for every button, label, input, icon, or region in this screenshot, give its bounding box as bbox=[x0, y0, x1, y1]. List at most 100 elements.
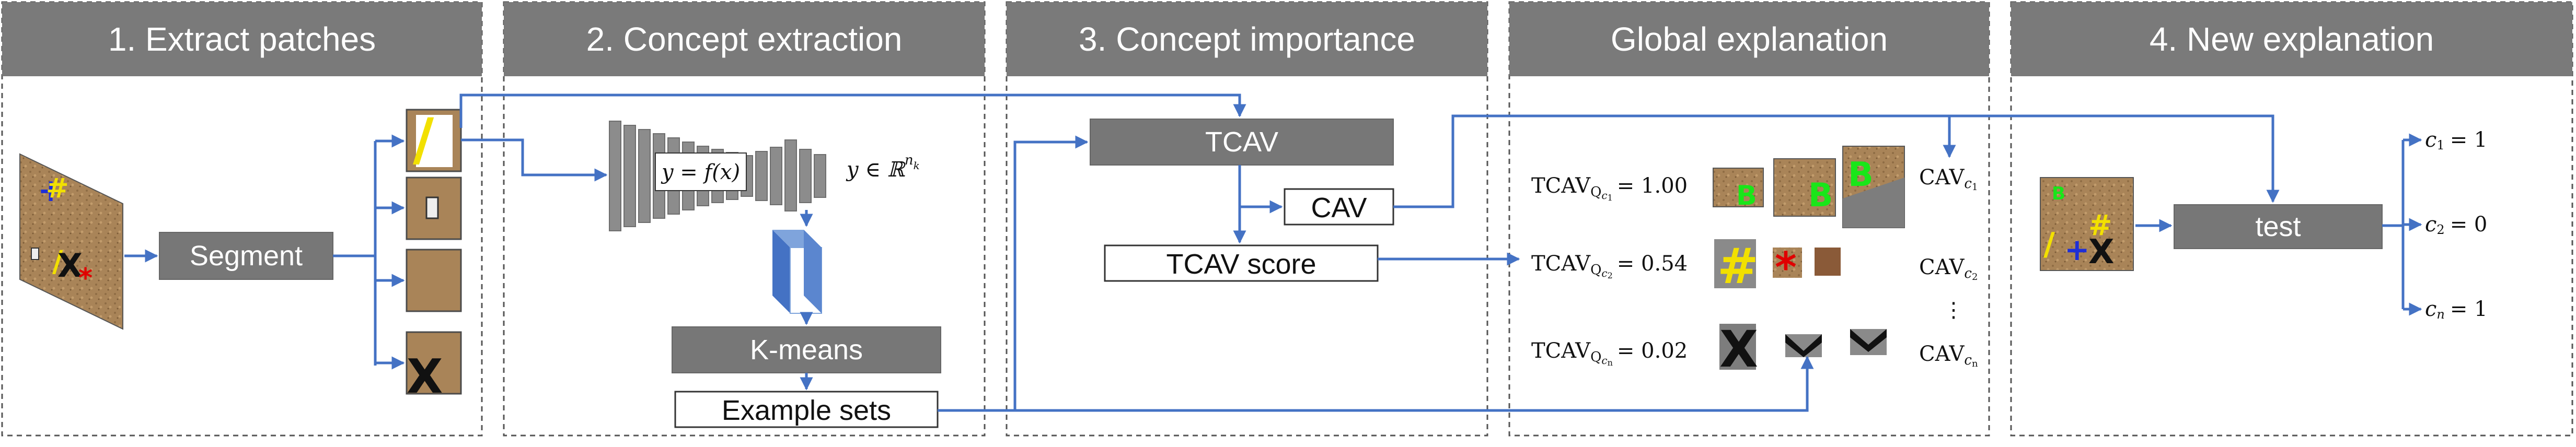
segment-box bbox=[159, 232, 333, 280]
input-plus-glyph: + bbox=[38, 172, 64, 209]
cav-label-1: CAVc1 bbox=[1919, 166, 1978, 193]
test-box bbox=[2174, 204, 2383, 249]
new-image-plus-glyph: + bbox=[2064, 232, 2090, 267]
panel-global: Global explanation bbox=[1508, 1, 1990, 437]
patch-column: / X bbox=[406, 106, 462, 404]
function-box bbox=[655, 152, 747, 191]
output-label-sup: n bbox=[905, 152, 914, 168]
arrows bbox=[124, 93, 2422, 412]
cav-label-3: CAVcn bbox=[1919, 342, 1978, 369]
cav-label-2-sub: c bbox=[1964, 266, 1972, 281]
patch-1-slash-glyph: / bbox=[413, 106, 434, 173]
output-cn-index: n bbox=[2436, 307, 2444, 322]
tcav-value-3-sub: Q bbox=[1590, 349, 1601, 365]
tcav-value-3-lhs: TCAV bbox=[1531, 339, 1591, 363]
tcav-value-1-sub: Q bbox=[1590, 184, 1601, 200]
arrow-examples-to-tcav bbox=[1013, 135, 1089, 410]
cav-label-1-main: CAV bbox=[1919, 166, 1965, 190]
global-row-1-patch-2 bbox=[1773, 158, 1836, 217]
tcav-score-label: TCAV score bbox=[1166, 249, 1316, 280]
tcav-value-1-subsub: c bbox=[1601, 189, 1607, 202]
cnn-layer bbox=[755, 151, 768, 201]
input-hash-glyph: # bbox=[46, 173, 69, 204]
cav-label-1-sub: c bbox=[1964, 176, 1972, 192]
panel-4-frame bbox=[2010, 1, 2573, 437]
patch-2-object bbox=[425, 196, 439, 219]
output-c2: c2= 0 bbox=[2425, 213, 2487, 237]
tcav-value-1: TCAVQc1= 1.00 bbox=[1531, 174, 1688, 203]
panel-2-header bbox=[504, 2, 985, 76]
new-image-x-glyph: X bbox=[2088, 233, 2114, 272]
cav-ellipsis: ⋮ bbox=[1943, 298, 1964, 322]
global-row-1-patch-1-glyph: B bbox=[1736, 180, 1757, 211]
test-label: test bbox=[2255, 211, 2301, 242]
cav-label-2-index: 2 bbox=[1972, 272, 1978, 283]
panel-3-title: 3. Concept importance bbox=[1079, 20, 1415, 58]
panel-global-header bbox=[1509, 2, 1989, 76]
cnn-layer bbox=[638, 129, 651, 223]
tensor-back bbox=[804, 230, 822, 313]
panel-4-title: 4. New explanation bbox=[2150, 20, 2434, 58]
output-label-main: y ∈ ℝ bbox=[846, 158, 906, 182]
cav-label-2-main: CAV bbox=[1919, 255, 1965, 279]
input-image-parallelogram bbox=[19, 153, 123, 330]
tcav-value-1-number: = 1.00 bbox=[1617, 174, 1688, 198]
new-image: B # / + X bbox=[2040, 177, 2134, 272]
global-row-3-patch-3-glyph bbox=[1850, 329, 1887, 352]
panel-3: 3. Concept importance bbox=[1006, 1, 1488, 437]
new-image-hash-glyph: # bbox=[2088, 209, 2112, 242]
new-image-slash-glyph: / bbox=[2043, 226, 2055, 263]
tcav-value-2-index: 2 bbox=[1608, 270, 1613, 280]
panel-3-header bbox=[1007, 2, 1487, 76]
cnn-layer bbox=[623, 125, 636, 227]
cav-label-3-sub: c bbox=[1964, 352, 1972, 368]
cav-label: CAV bbox=[1311, 192, 1367, 224]
output-cn-value: = 1 bbox=[2450, 297, 2488, 321]
tcav-value-2: TCAVQc2= 0.54 bbox=[1531, 252, 1688, 280]
input-slash-glyph: / bbox=[52, 245, 63, 279]
tensor-front bbox=[772, 230, 790, 313]
segment-label: Segment bbox=[190, 240, 303, 272]
tcav-value-2-number: = 0.54 bbox=[1617, 252, 1688, 276]
cav-box bbox=[1284, 188, 1394, 226]
global-row-2-patch-2 bbox=[1773, 248, 1802, 278]
arrow-patches-to-tcav bbox=[459, 93, 1246, 128]
input-image: + # / X * bbox=[19, 153, 123, 330]
cnn-layer bbox=[784, 139, 797, 211]
patch-3 bbox=[406, 249, 462, 312]
tcav-value-2-sub: Q bbox=[1590, 262, 1601, 278]
arrow-examples-to-global bbox=[938, 356, 1814, 412]
panel-1-title: 1. Extract patches bbox=[108, 20, 376, 58]
new-image-patch bbox=[2040, 177, 2134, 271]
patch-1-white bbox=[416, 115, 453, 167]
output-cn-var: c bbox=[2425, 297, 2436, 321]
cav-label-3-index: n bbox=[1972, 358, 1978, 369]
output-label: y ∈ ℝnk bbox=[846, 152, 920, 182]
arrow-patches-to-network bbox=[461, 138, 608, 182]
tcav-box bbox=[1090, 119, 1394, 166]
input-asterisk-glyph: * bbox=[78, 263, 93, 294]
panel-4-header bbox=[2011, 2, 2572, 76]
tcav-label: TCAV bbox=[1205, 126, 1278, 158]
cav-label-3-main: CAV bbox=[1919, 342, 1965, 366]
global-row-2: TCAVQc2= 0.54 # * CAVc2 ⋮ bbox=[1531, 238, 1978, 322]
global-row-2-patch-1-glyph: # bbox=[1717, 238, 1759, 295]
tcav-score-box bbox=[1104, 244, 1379, 282]
input-x-glyph: X bbox=[57, 246, 83, 285]
tcav-value-1-index: 1 bbox=[1608, 193, 1613, 203]
tcav-value-3: TCAVQcn= 0.02 bbox=[1531, 339, 1688, 368]
cav-label-2: CAVc2 bbox=[1919, 255, 1978, 283]
cnn-layer bbox=[609, 121, 621, 231]
example-sets-label: Example sets bbox=[722, 395, 891, 426]
panel-2: 2. Concept extraction bbox=[503, 1, 986, 437]
input-white-object bbox=[31, 248, 39, 260]
global-row-2-patch-1 bbox=[1714, 239, 1756, 288]
tcav-value-3-index: n bbox=[1608, 358, 1613, 368]
global-row-1: TCAVQc1= 1.00 B B B CAVc1 bbox=[1531, 146, 1978, 228]
output-c2-value: = 0 bbox=[2450, 213, 2488, 237]
global-row-1-patch-3-shadow bbox=[1843, 178, 1904, 228]
global-row-1-patch-3-glyph: B bbox=[1848, 156, 1874, 194]
cnn-layer bbox=[799, 149, 812, 203]
tcav-value-2-lhs: TCAV bbox=[1531, 252, 1591, 276]
